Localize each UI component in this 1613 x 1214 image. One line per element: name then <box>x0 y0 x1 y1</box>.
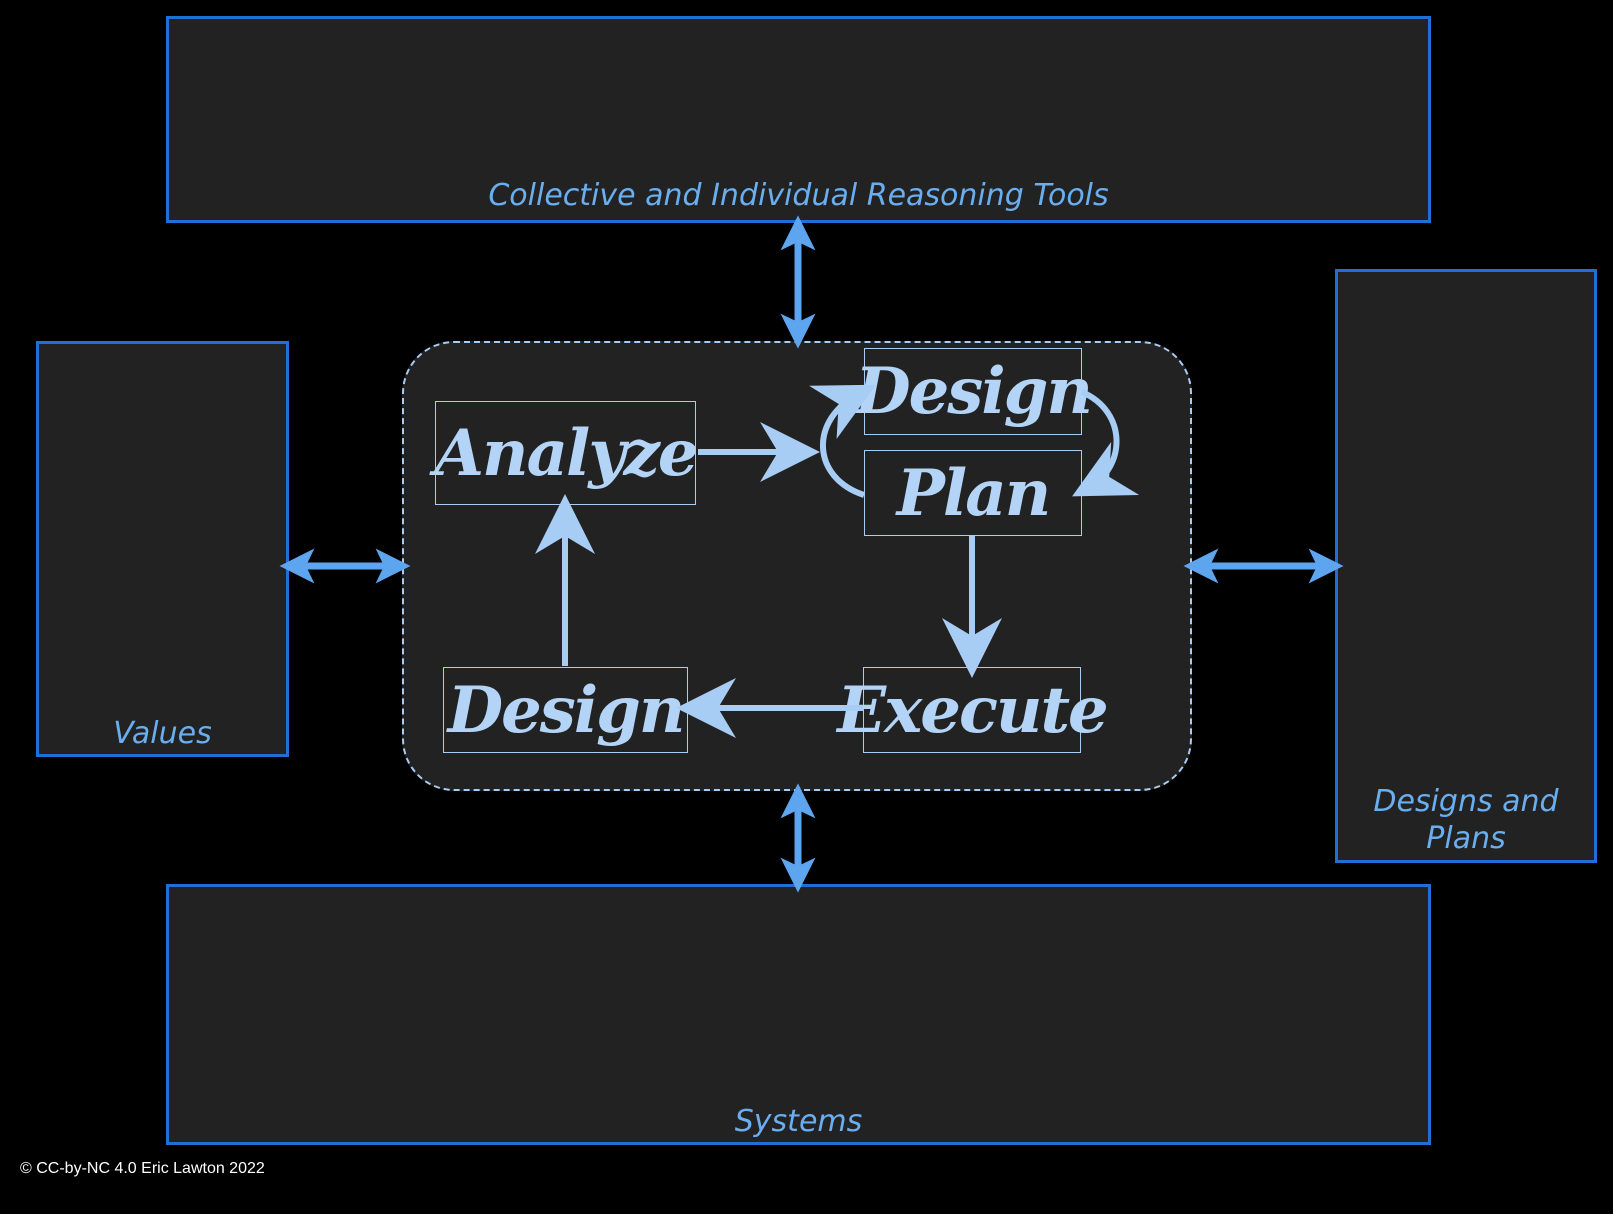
values-panel: Values <box>36 341 289 757</box>
designs-and-plans-panel: Designs and Plans <box>1335 269 1597 863</box>
values-label: Values <box>113 716 212 751</box>
reasoning-tools-panel: Collective and Individual Reasoning Tool… <box>166 16 1431 223</box>
designs-and-plans-label-line2: Plans <box>1426 821 1506 856</box>
analyze-step: Analyze <box>434 401 699 505</box>
design-step-top: Design <box>855 348 1093 435</box>
designs-and-plans-label-line1: Designs and <box>1373 784 1559 819</box>
design-step-bottom: Design <box>443 667 688 753</box>
plan-step: Plan <box>864 450 1082 536</box>
copyright-notice: © CC-by-NC 4.0 Eric Lawton 2022 <box>20 1160 265 1177</box>
systems-panel: Systems <box>166 884 1431 1145</box>
execute-step: Execute <box>837 667 1109 753</box>
reasoning-tools-label: Collective and Individual Reasoning Tool… <box>488 178 1109 213</box>
systems-label: Systems <box>734 1104 863 1139</box>
